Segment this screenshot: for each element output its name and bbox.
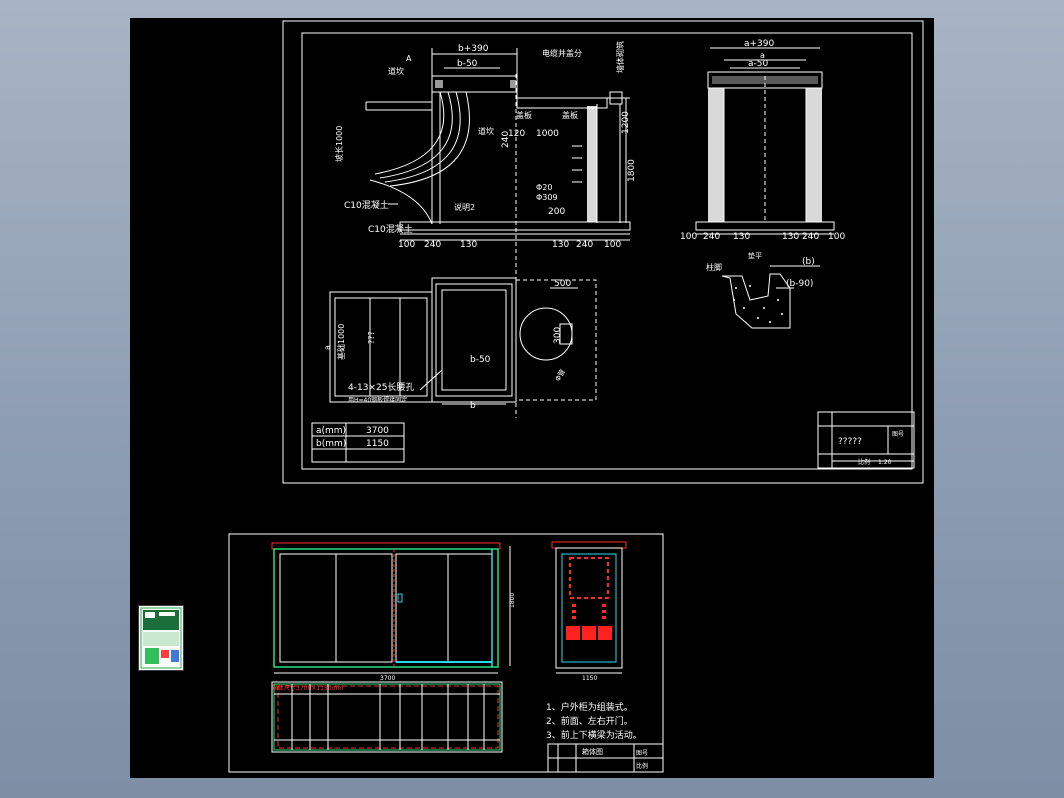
- dim-bl-0: 100: [398, 240, 415, 250]
- drawing-canvas[interactable]: b+390 b-50 A 道坎 电缆井盖分 墙体砌筑: [130, 18, 934, 778]
- note-2: 2、前面、左右开门。: [546, 715, 633, 727]
- label-guankou2: 道坎: [478, 126, 494, 136]
- cabinet-side: 1150: [551, 541, 627, 682]
- dim-b50: b-50: [457, 59, 478, 69]
- dim-bl-1: 240: [424, 240, 441, 250]
- front-dim-2: 130: [733, 232, 750, 242]
- thumbnail-preview[interactable]: [138, 605, 184, 671]
- plan-dim-b50: b-50: [470, 355, 491, 365]
- detail-label-top: (b): [802, 257, 815, 267]
- plan-note: 用H=40钢板焊接固定: [348, 396, 407, 404]
- dim-bl-2: 130: [460, 240, 477, 250]
- dim-br-2: 100: [604, 240, 621, 250]
- note-1: 1、户外柜为组装式。: [546, 701, 633, 713]
- dim-1800: 1800: [627, 159, 637, 182]
- front-dim-1: 240: [703, 232, 720, 242]
- front-dim-a50: a-50: [748, 59, 768, 69]
- title-block-top: ????? 图号 比例 1:20: [817, 411, 915, 469]
- detail-label-left: 柱脚: [706, 262, 722, 272]
- bottom-sheet-border: [228, 533, 664, 773]
- front-dim-a390: a+390: [744, 39, 775, 49]
- bottom-sheet: 3700 1800 箱体尺寸3700×1150mm 1150: [228, 533, 664, 773]
- table-val-0: 3700: [366, 426, 389, 436]
- dim-br-1: 240: [576, 240, 593, 250]
- cabinet-top: [271, 681, 503, 753]
- plan-dim-500: 500: [554, 279, 571, 289]
- dim-width: 3700: [380, 675, 395, 682]
- plan-label-a: a: [323, 345, 332, 350]
- detail-label-top2: 垫平: [748, 251, 762, 260]
- title-c3-top: 1:20: [878, 459, 892, 466]
- detail-label-right: (b-90): [786, 279, 813, 289]
- dim-120: 120: [508, 129, 525, 139]
- plan-view: a 基础1000 ??? b-50 b 500 300 4-13×25长腰孔 用…: [323, 277, 597, 411]
- front-dim-3: 130: [782, 232, 799, 242]
- front-dim-0: 100: [680, 232, 697, 242]
- table-key-1: b(mm): [316, 439, 346, 449]
- label-a: A: [406, 54, 412, 63]
- cad-drawing: b+390 b-50 A 道坎 电缆井盖分 墙体砌筑: [228, 20, 924, 773]
- thumbnail-icon: [140, 607, 182, 669]
- label-phi309: Φ309: [536, 193, 558, 202]
- label-c10a: C10混凝土: [344, 199, 389, 211]
- front-elevation: a+390 a a-50 100 240 130 130 240 100: [680, 39, 845, 242]
- label-slope: 坡长1000: [334, 126, 344, 162]
- label-cable-box: 电缆井盖分: [542, 48, 582, 58]
- notes: 1、户外柜为组装式。 2、前面、左右开门。 3、前上下横梁为活动。: [546, 701, 642, 741]
- title-name-bottom: 箱体图: [582, 747, 603, 756]
- section-view: b+390 b-50 A 道坎 电缆井盖分 墙体砌筑: [334, 41, 637, 418]
- front-dim-5: 100: [828, 232, 845, 242]
- title-c1-top: 图号: [892, 431, 904, 438]
- red-caption: 箱体尺寸3700×1150mm: [272, 684, 343, 692]
- label-zhaoban: 盖板: [516, 110, 532, 120]
- dim-height: 1800: [509, 593, 516, 608]
- plan-label-width: 基础1000: [336, 324, 346, 360]
- note-3: 3、前上下横梁为活动。: [546, 729, 642, 741]
- sheet-border-inner: [301, 32, 913, 470]
- label-wall: 墙体砌筑: [615, 41, 625, 73]
- top-sheet: b+390 b-50 A 道坎 电缆井盖分 墙体砌筑: [282, 20, 924, 484]
- corner-detail: 柱脚 (b) 垫平 (b-90): [706, 251, 820, 329]
- title-name-top: ?????: [838, 437, 862, 447]
- dim-b390: b+390: [458, 44, 489, 54]
- param-table: a(mm) 3700 b(mm) 1150: [311, 422, 405, 463]
- dim-240: 240: [501, 131, 511, 148]
- label-jieban: 盖板: [562, 110, 578, 120]
- title-block-bottom: 箱体图 图号 比例: [547, 743, 664, 773]
- title-c1-bottom: 图号: [636, 750, 648, 757]
- dim-1000: 1000: [536, 129, 559, 139]
- label-c10b: C10混凝土: [368, 223, 413, 235]
- title-c2-top: 比例: [858, 458, 870, 466]
- plan-dim-300: 300: [553, 327, 563, 344]
- plan-dim-b: b: [470, 401, 476, 411]
- dim-br-0: 130: [552, 240, 569, 250]
- sheet-border-outer: [282, 20, 924, 484]
- front-dim-a: a: [760, 51, 765, 60]
- label-note2: 说明2: [454, 202, 475, 212]
- dim-200: 200: [548, 207, 565, 217]
- plan-hole-label: 4-13×25长腰孔: [348, 381, 414, 393]
- table-val-1: 1150: [366, 439, 389, 449]
- title-c2-bottom: 比例: [636, 762, 648, 770]
- plan-label-q: ???: [367, 331, 376, 344]
- front-dim-4: 240: [802, 232, 819, 242]
- dim-side-width: 1150: [582, 675, 597, 682]
- label-guankou: 道坎: [388, 66, 404, 76]
- plan-pipe: Φ管: [553, 367, 567, 382]
- cabinet-front: 3700 1800 箱体尺寸3700×1150mm: [271, 542, 516, 692]
- table-key-0: a(mm): [316, 426, 346, 436]
- label-phi20: Φ20: [536, 183, 552, 192]
